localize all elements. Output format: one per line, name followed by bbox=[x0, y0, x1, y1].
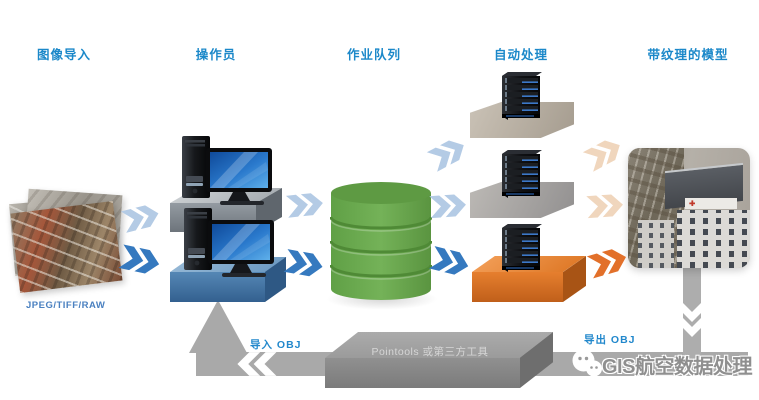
arrow-ws2-to-queue-icon bbox=[281, 248, 325, 280]
import-direction-chevrons-icon bbox=[236, 351, 280, 377]
model-photo-tower-main bbox=[676, 210, 750, 268]
tools-box-label: Pointools 或第三方工具 bbox=[371, 346, 489, 358]
export-obj-label: 导出 OBJ bbox=[584, 334, 636, 346]
workstation2-platform-front bbox=[170, 272, 265, 302]
watermark-text: GIS航空数据处理 bbox=[602, 356, 752, 378]
aerial-photo-stack bbox=[9, 188, 126, 296]
stage-label-textured-model: 带纹理的模型 bbox=[647, 48, 729, 62]
arrow-queue-to-server2-icon bbox=[427, 193, 467, 220]
arrow-server3-to-model-icon bbox=[584, 245, 629, 280]
flow-up-arrow bbox=[189, 300, 247, 353]
workstation2-computer-icon bbox=[182, 208, 278, 282]
hospital-cross-icon bbox=[689, 200, 696, 207]
server2-icon bbox=[498, 148, 546, 200]
stage-label-job-queue: 作业队列 bbox=[346, 48, 402, 62]
model-photo-tower-left bbox=[637, 220, 675, 268]
stage-label-operator: 操作员 bbox=[195, 48, 237, 62]
tools-box-top bbox=[325, 332, 553, 358]
arrow-ws1-to-queue-icon bbox=[284, 191, 324, 219]
server3-platform-front bbox=[472, 272, 563, 302]
input-formats-label: JPEG/TIFF/RAW bbox=[26, 300, 106, 311]
import-obj-label: 导入 OBJ bbox=[250, 339, 302, 351]
aerial-photo-front bbox=[10, 201, 123, 293]
stage-label-auto-processing: 自动处理 bbox=[493, 48, 549, 62]
stage-label-image-import: 图像导入 bbox=[36, 48, 92, 62]
workstation2-platform-side bbox=[265, 257, 286, 302]
export-direction-chevrons-icon bbox=[680, 298, 704, 338]
job-queue-database-icon bbox=[330, 181, 432, 301]
arrow-server2-to-model-icon bbox=[584, 193, 624, 220]
arrow-server1-to-model-icon bbox=[581, 134, 626, 173]
model-photo-sign bbox=[685, 198, 737, 210]
arrow-queue-to-server1-icon bbox=[425, 134, 470, 173]
textured-model-photo bbox=[628, 148, 750, 268]
arrow-queue-to-server3-icon bbox=[427, 245, 472, 279]
server1-icon bbox=[498, 70, 546, 122]
server3-icon bbox=[498, 222, 546, 274]
tools-box-front bbox=[325, 358, 520, 388]
wechat-icon bbox=[571, 348, 603, 380]
workstation1-computer-icon bbox=[180, 136, 276, 210]
